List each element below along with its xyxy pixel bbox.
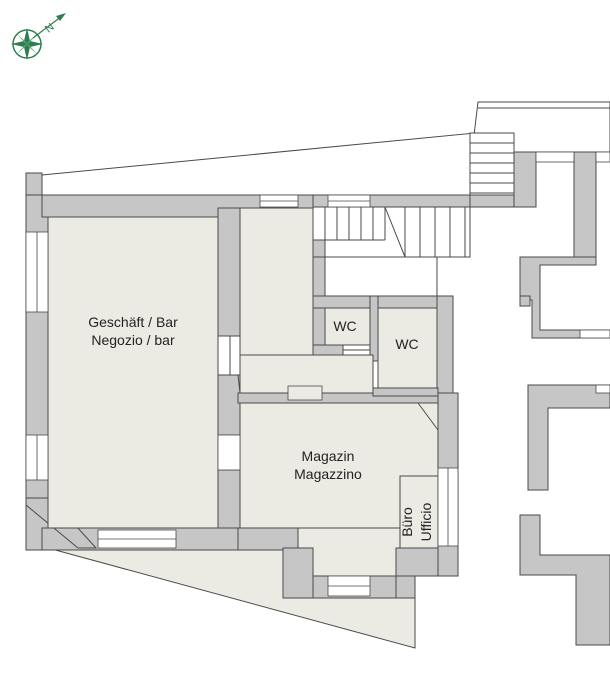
room-label-office-de: Büro bbox=[399, 507, 415, 537]
hall-floor bbox=[239, 207, 314, 376]
compass-rose-icon: N bbox=[11, 13, 66, 60]
room-label-shop-de: Geschäft / Bar bbox=[88, 314, 178, 330]
room-label-wc1: WC bbox=[333, 318, 356, 334]
room-label-storage-de: Magazin bbox=[302, 448, 355, 464]
room-label-wc2: WC bbox=[395, 336, 418, 352]
room-label-storage-it: Magazzino bbox=[294, 466, 362, 482]
door-shop-storage bbox=[217, 434, 241, 471]
neighbor-walls bbox=[513, 151, 610, 646]
room-label-shop-it: Negozio / bar bbox=[91, 332, 175, 348]
partition-lines bbox=[229, 336, 439, 431]
neighbor-windows bbox=[535, 151, 610, 394]
windows bbox=[25, 194, 459, 597]
storage-pass-through bbox=[287, 385, 323, 401]
interior-stairs bbox=[312, 206, 471, 258]
room-label-office-it: Ufficio bbox=[418, 502, 434, 541]
compass-north-letter: N bbox=[43, 21, 57, 35]
roof-band bbox=[41, 132, 476, 196]
wc1-floor bbox=[324, 307, 371, 346]
floors bbox=[47, 207, 439, 577]
wc2-floor bbox=[377, 307, 438, 389]
shop-floor bbox=[47, 216, 219, 529]
